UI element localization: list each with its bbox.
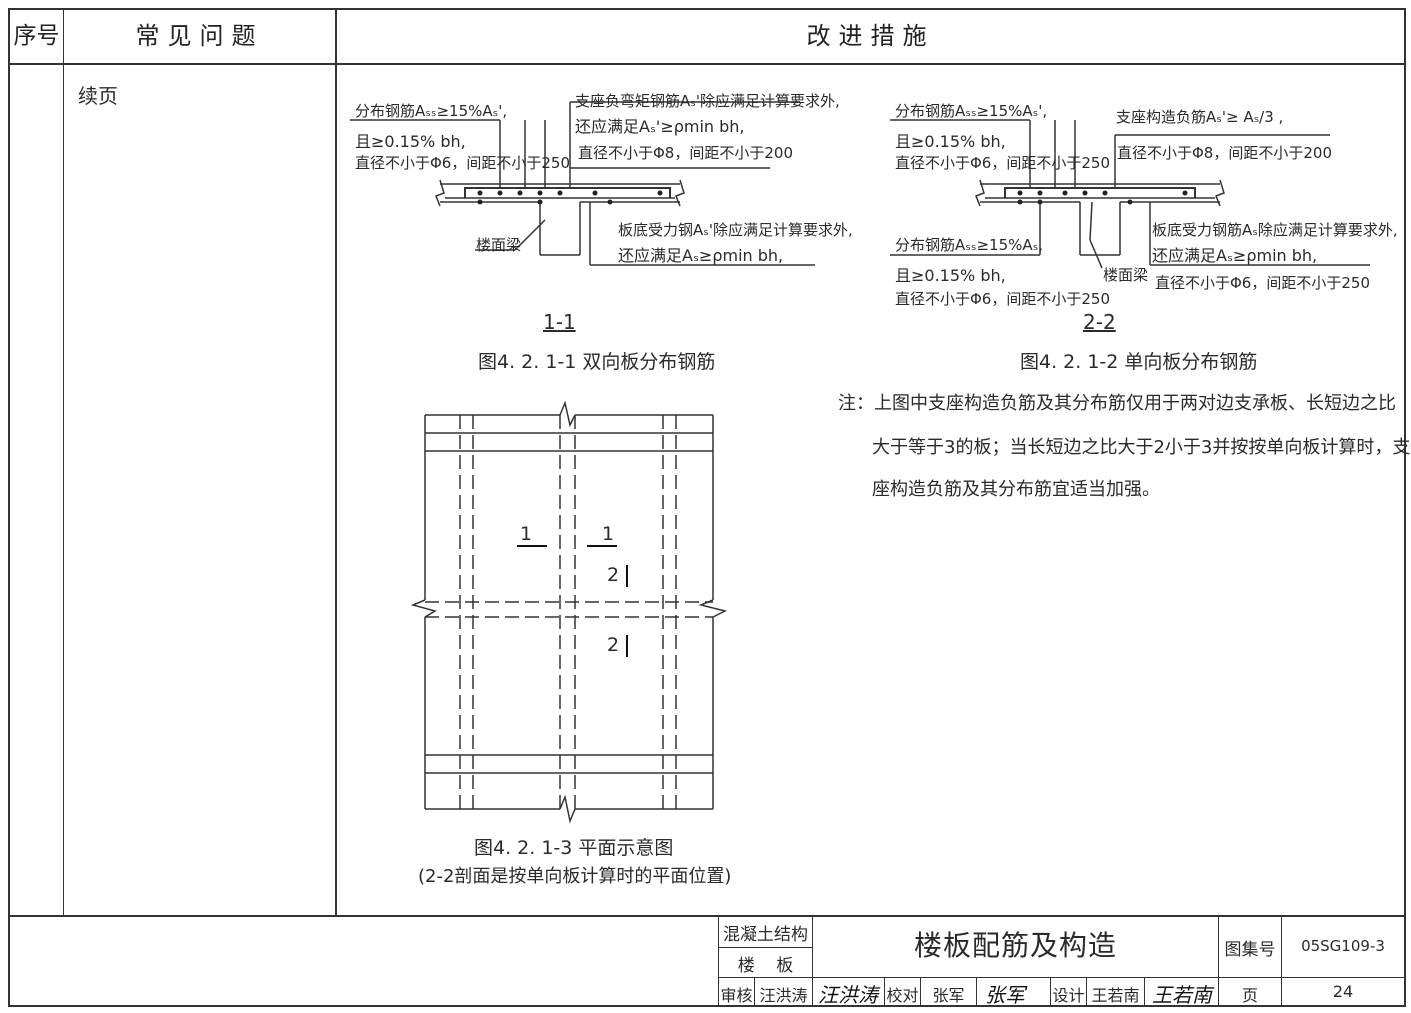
header-measure: 改进措施	[806, 22, 935, 50]
note-line-2: 大于等于3的板；当长短边之比大于2小于3并按按单向板计算时，支	[872, 437, 1411, 458]
col-divider-1	[63, 8, 64, 916]
fig2-beam-label: 楼面梁	[1103, 266, 1149, 284]
tb-atlas-number: 05SG109-3	[1301, 937, 1385, 955]
fig2-dist2-2: 且≥0.15% bh,	[895, 266, 1006, 285]
tb-page-number: 24	[1332, 982, 1354, 1001]
fig2-dist-2: 且≥0.15% bh,	[895, 132, 1006, 151]
frame-bottom	[8, 1005, 1406, 1007]
fig1-dist-3: 直径不小于Φ6，间距不小于250	[355, 154, 570, 172]
designer-signature: 王若南	[1152, 983, 1212, 1007]
fig2-dist2-1: 分布钢筋Aₛₛ≥15%Aₛ,	[895, 236, 1043, 254]
fig1-top-3: 直径不小于Φ8，间距不小于200	[578, 144, 793, 162]
fig3-caption-2: (2-2剖面是按单向板计算时的平面位置)	[418, 866, 732, 887]
fig1-bot-2: 还应满足Aₛ≥ρmin bh,	[618, 246, 784, 265]
tb-h-1	[718, 947, 813, 948]
tb-category-2: 楼 板	[737, 956, 794, 976]
fig2-dist2-3: 直径不小于Φ6，间距不小于250	[895, 290, 1110, 308]
fig2-bot-1: 板底受力钢筋Aₛ除应满足计算要求外,	[1152, 221, 1398, 239]
tb-design-label: 设计	[1052, 986, 1085, 1005]
fig3-caption-1: 图4. 2. 1-3 平面示意图	[474, 837, 674, 859]
fig2-section-mark: 2-2	[1083, 310, 1116, 334]
header-index: 序号	[13, 23, 60, 49]
continued-label: 续页	[78, 84, 118, 108]
tb-atlas-label: 图集号	[1224, 940, 1276, 960]
frame-top	[8, 8, 1406, 10]
tb-check-name: 张军	[932, 986, 965, 1005]
fig1-section-mark: 1-1	[543, 310, 576, 334]
fig2-bot-3: 直径不小于Φ6，间距不小于250	[1155, 274, 1370, 292]
drawing-title: 楼板配筋及构造	[913, 929, 1117, 962]
plan-mark-2b: 2	[607, 634, 620, 656]
note-line-1: 注：上图中支座构造负筋及其分布筋仅用于两对边支承板、长短边之比	[838, 393, 1396, 414]
fig1-caption: 图4. 2. 1-1 双向板分布钢筋	[478, 351, 716, 373]
fig1-dist-2: 且≥0.15% bh,	[355, 132, 466, 151]
tb-v-3	[1281, 915, 1282, 1007]
fig2-dist-3: 直径不小于Φ6，间距不小于250	[895, 154, 1110, 172]
fig2-top-2: 直径不小于Φ8，间距不小于200	[1117, 144, 1332, 162]
tb-category-1: 混凝土结构	[723, 925, 808, 945]
section-2-2-drawing	[890, 119, 1370, 269]
tb-v-7	[920, 977, 921, 1007]
note-line-3: 座构造负筋及其分布筋宜适当加强。	[872, 479, 1160, 500]
fig1-bot-1: 板底受力钢Aₛ'除应满足计算要求外,	[618, 221, 853, 239]
fig2-dist-1: 分布钢筋Aₛₛ≥15%Aₛ',	[895, 102, 1048, 120]
tb-check-label: 校对	[886, 986, 919, 1005]
plan-mark-1b: 1	[602, 523, 615, 545]
tb-v-8	[976, 977, 977, 1007]
plan-mark-1a: 1	[520, 523, 533, 545]
fig1-top-1: 支座负弯矩钢筋Aₛ'除应满足计算要求外,	[575, 92, 840, 110]
tb-h-2	[718, 977, 1406, 978]
tb-v-4	[754, 977, 755, 1007]
tb-v-5	[812, 977, 813, 1007]
tb-design-name: 王若南	[1091, 986, 1140, 1005]
tb-v-11	[1144, 977, 1145, 1007]
tb-v-9	[1050, 977, 1051, 1007]
plan-mark-2a: 2	[607, 564, 620, 586]
fig1-beam-label: 楼面梁	[476, 236, 522, 254]
col-divider-2	[335, 8, 337, 916]
tb-page-label: 页	[1241, 986, 1258, 1005]
titleblock-top	[8, 915, 1406, 917]
tb-review-name: 汪洪涛	[759, 986, 808, 1005]
tb-v-10	[1086, 977, 1087, 1007]
tb-v-1	[812, 915, 813, 977]
frame-right	[1404, 8, 1406, 1007]
header-problem: 常见问题	[135, 22, 264, 50]
plan-diagram	[410, 400, 728, 824]
frame-left	[8, 8, 10, 1007]
tb-v-0	[718, 915, 719, 1007]
fig2-bot-2: 还应满足Aₛ≥ρmin bh,	[1152, 246, 1318, 265]
tb-v-2	[1218, 915, 1219, 1007]
fig1-top-2: 还应满足Aₛ'≥ρmin bh,	[575, 117, 745, 136]
header-divider	[8, 63, 1406, 65]
fig1-dist-1: 分布钢筋Aₛₛ≥15%Aₛ',	[355, 102, 508, 120]
reviewer-signature: 汪洪涛	[818, 983, 878, 1007]
fig2-top-1: 支座构造负筋Aₛ'≥ Aₛ/3 ,	[1116, 108, 1284, 126]
section-1-1-drawing	[350, 101, 815, 266]
tb-v-6	[884, 977, 885, 1007]
checker-signature: 张军	[985, 983, 1025, 1007]
fig2-caption: 图4. 2. 1-2 单向板分布钢筋	[1020, 351, 1258, 373]
tb-review-label: 审核	[720, 986, 753, 1005]
